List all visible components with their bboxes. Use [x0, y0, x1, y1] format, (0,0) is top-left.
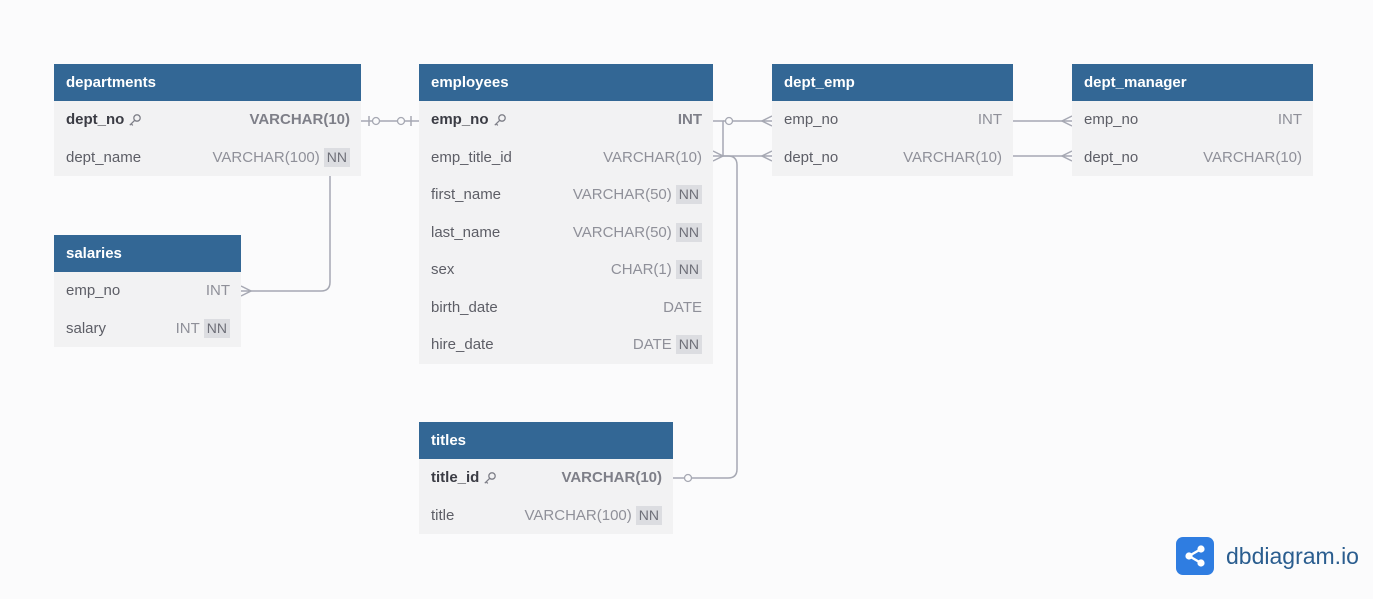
column-row[interactable]: emp_title_id VARCHAR(10) [419, 139, 713, 177]
not-null-badge: NN [203, 318, 230, 338]
key-icon [483, 471, 497, 485]
column-name: birth_date [431, 298, 498, 316]
column-name: last_name [431, 223, 501, 241]
rel-departments-salaries[interactable] [240, 175, 331, 297]
column-name: salary [66, 319, 107, 337]
rel-departments-employees[interactable] [361, 116, 419, 126]
column-name: emp_no [1084, 111, 1139, 129]
column-name: sex [431, 261, 455, 279]
rel-employees-dept-emp-emp-no[interactable] [713, 115, 773, 162]
column-type: INT [677, 111, 702, 129]
column-type: VARCHAR(100) [524, 506, 632, 524]
column-type: DATE [632, 336, 672, 354]
column-name: hire_date [431, 336, 494, 354]
column-type: VARCHAR(50) [572, 186, 672, 204]
column-name: dept_no [66, 111, 125, 129]
column-name: first_name [431, 186, 502, 204]
table-header[interactable]: salaries [54, 235, 241, 272]
column-name: emp_title_id [431, 148, 512, 166]
column-name: title_id [431, 469, 480, 487]
not-null-badge: NN [675, 335, 702, 355]
key-icon [493, 113, 507, 127]
column-row[interactable]: first_name VARCHAR(50)NN [419, 176, 713, 214]
column-type: CHAR(1) [610, 261, 672, 279]
column-name: dept_no [1084, 148, 1139, 166]
column-row[interactable]: emp_no INT [1072, 101, 1313, 139]
not-null-badge: NN [635, 505, 662, 525]
table-header[interactable]: dept_emp [772, 64, 1013, 101]
column-row[interactable]: dept_name VARCHAR(100)NN [54, 139, 361, 177]
column-type: VARCHAR(10) [1203, 148, 1302, 166]
column-row[interactable]: dept_no VARCHAR(10) [1072, 139, 1313, 177]
table-employees[interactable]: employees emp_no INT emp_title_id VARCHA… [419, 64, 713, 364]
column-row[interactable]: dept_no VARCHAR(10) [772, 139, 1013, 177]
column-type: VARCHAR(10) [561, 469, 662, 487]
column-type: DATE [663, 298, 702, 316]
not-null-badge: NN [323, 147, 350, 167]
column-row[interactable]: sex CHAR(1)NN [419, 251, 713, 289]
table-header[interactable]: titles [419, 422, 673, 459]
dbdiagram-brand[interactable]: dbdiagram.io [1176, 537, 1359, 575]
column-row[interactable]: birth_date DATE [419, 289, 713, 327]
table-titles[interactable]: titles title_id VARCHAR(10) title VARCHA… [419, 422, 673, 534]
table-header[interactable]: departments [54, 64, 361, 101]
column-row[interactable]: title VARCHAR(100)NN [419, 497, 673, 535]
column-row[interactable]: emp_no INT [54, 272, 241, 310]
table-departments[interactable]: departments dept_no VARCHAR(10) dept_nam… [54, 64, 361, 176]
not-null-badge: NN [675, 260, 702, 280]
column-type: INT [1277, 111, 1302, 129]
table-header[interactable]: dept_manager [1072, 64, 1313, 101]
key-icon [128, 113, 142, 127]
rel-dept-emp-dept-manager[interactable] [1013, 115, 1073, 162]
column-type: INT [977, 111, 1002, 129]
column-row[interactable]: title_id VARCHAR(10) [419, 459, 673, 497]
column-name: emp_no [66, 282, 121, 300]
column-type: VARCHAR(10) [603, 148, 702, 166]
column-row[interactable]: emp_no INT [419, 101, 713, 139]
column-type: VARCHAR(50) [572, 223, 672, 241]
not-null-badge: NN [675, 222, 702, 242]
table-dept-emp[interactable]: dept_emp emp_no INT dept_no VARCHAR(10) [772, 64, 1013, 176]
column-name: emp_no [784, 111, 839, 129]
column-type: INT [175, 319, 200, 337]
brand-text: dbdiagram.io [1226, 542, 1359, 569]
share-icon [1176, 537, 1214, 575]
column-row[interactable]: dept_no VARCHAR(10) [54, 101, 361, 139]
column-row[interactable]: emp_no INT [772, 101, 1013, 139]
column-row[interactable]: last_name VARCHAR(50)NN [419, 214, 713, 252]
not-null-badge: NN [675, 185, 702, 205]
column-type: VARCHAR(100) [212, 148, 320, 166]
column-type: VARCHAR(10) [249, 111, 350, 129]
column-name: emp_no [431, 111, 489, 129]
column-name: dept_no [784, 148, 839, 166]
column-type: INT [205, 282, 230, 300]
column-type: VARCHAR(10) [903, 148, 1002, 166]
table-header[interactable]: employees [419, 64, 713, 101]
column-name: title [431, 506, 455, 524]
column-name: dept_name [66, 148, 142, 166]
table-dept-manager[interactable]: dept_manager emp_no INT dept_no VARCHAR(… [1072, 64, 1313, 176]
